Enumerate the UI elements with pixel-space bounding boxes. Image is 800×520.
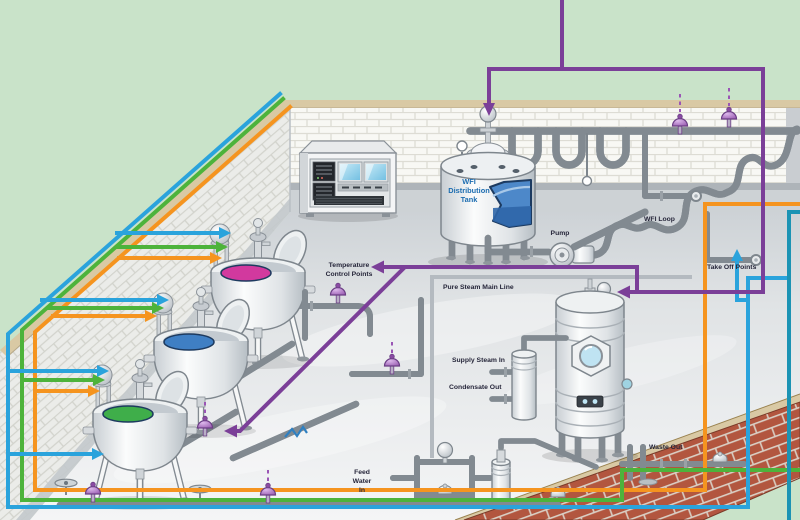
pipe-break-mark	[284, 425, 308, 438]
label-feed-water-in: Feed Water In	[352, 469, 372, 494]
instrument-module-icon	[312, 161, 336, 182]
blue-utility-line	[6, 91, 788, 509]
temperature-control-piping	[295, 297, 424, 379]
gauge-icon	[581, 175, 593, 187]
diaphragm-valves	[84, 88, 738, 504]
label-pump: Pump	[550, 230, 570, 237]
label-temperature-control-points: Temperature Control Points	[325, 262, 373, 278]
vessel-liquid-blue	[163, 333, 215, 351]
purple-steam-line	[224, 0, 765, 438]
label-supply-steam-in: Supply Steam In	[452, 357, 505, 364]
label-wfi-distribution-tank: WFI Distribution Tank	[448, 177, 490, 204]
control-panel	[298, 140, 398, 222]
gauge-icon	[456, 140, 468, 152]
valve-handle-icon	[436, 441, 454, 459]
vessel-liquid-green	[102, 405, 154, 423]
label-pure-steam-main-line: Pure Steam Main Line	[443, 284, 514, 291]
orange-utility-line	[33, 104, 800, 492]
label-condensate-out: Condensate Out	[449, 384, 502, 391]
floor-steam-line	[430, 275, 694, 460]
label-waste-out: Waste Out	[649, 444, 683, 451]
label-wfi-loop: WFI Loop	[644, 216, 675, 223]
heat-exchanger	[489, 335, 569, 421]
vessel-liquid-magenta	[220, 264, 272, 282]
green-utility-line	[20, 96, 800, 502]
teal-utility-line	[787, 210, 800, 520]
bypass-valve-loop	[390, 441, 493, 501]
label-take-off-points: Take Off Points	[707, 264, 757, 271]
waste-piping	[619, 444, 747, 486]
pump	[484, 208, 649, 268]
